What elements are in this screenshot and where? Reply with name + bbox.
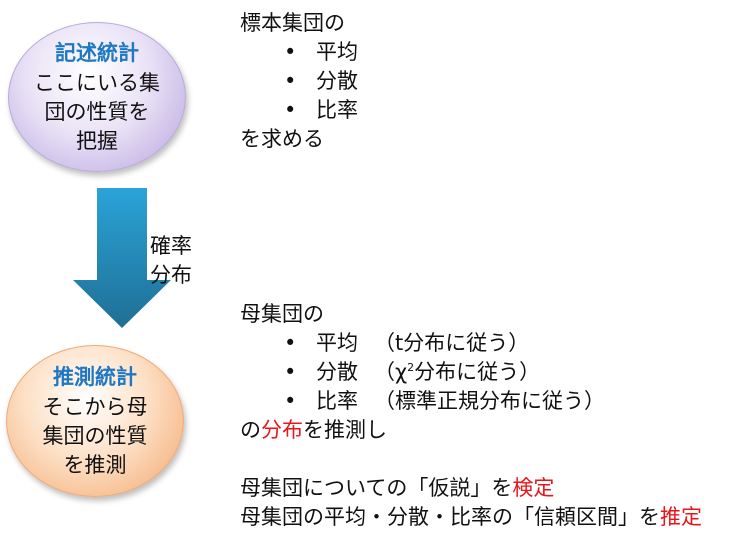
- population-heading: 母集団の: [240, 302, 324, 326]
- footer-text: の: [240, 418, 261, 442]
- bullet-icon: •: [284, 360, 297, 384]
- down-arrow-icon: [73, 188, 171, 328]
- arrow-label-line: 確率: [150, 234, 192, 258]
- sample-footer: を求める: [240, 127, 324, 151]
- arrow-label-line: 分布: [150, 263, 192, 287]
- footer-text: を推測し: [303, 418, 387, 442]
- arrow-shape: [73, 188, 171, 328]
- descriptive-line: 団の性質を: [44, 99, 150, 124]
- population-item-note: （t分布に従う）: [374, 331, 530, 355]
- descriptive-line: 把握: [76, 128, 118, 153]
- conclusion-highlight: 検定: [512, 476, 555, 500]
- conclusions-block: 母集団についての「仮説」を検定 母集団の平均・分散・比率の「信頼区間」を推定: [240, 474, 702, 532]
- sample-item-label: 平均: [316, 40, 358, 64]
- population-block: 母集団の • 平均 （t分布に従う） • 分散 （χ2分布に従う） • 比率 （標準正規分布…: [240, 300, 605, 445]
- population-footer: の分布を推測し: [240, 416, 605, 445]
- arrow-label: 確率 分布: [150, 232, 192, 290]
- inferential-line: そこから母: [42, 394, 148, 419]
- bullet-icon: •: [284, 98, 297, 122]
- sample-list-item: • 平均: [240, 38, 358, 67]
- sample-item-label: 分散: [316, 69, 358, 93]
- descriptive-statistics-ellipse: 記述統計 ここにいる集 団の性質を 把握: [8, 22, 186, 172]
- population-item-note: （標準正規分布に従う）: [374, 389, 605, 413]
- descriptive-line: ここにいる集: [34, 70, 160, 95]
- sample-item-label: 比率: [316, 98, 358, 122]
- population-item-label: 分散: [316, 360, 358, 384]
- inferential-line: を推測: [63, 452, 127, 477]
- sample-list-item: • 比率: [240, 96, 358, 125]
- bullet-icon: •: [284, 40, 297, 64]
- bullet-icon: •: [284, 69, 297, 93]
- sample-heading: 標本集団の: [240, 11, 345, 35]
- conclusion-text: 母集団についての「仮説」を: [240, 476, 513, 500]
- conclusion-highlight: 推定: [660, 505, 702, 529]
- sample-list-item: • 分散: [240, 67, 358, 96]
- inferential-statistics-ellipse: 推測統計 そこから母 集団の性質 を推測: [6, 345, 184, 497]
- note-suffix: 分布に従う）: [414, 360, 541, 384]
- footer-highlight: 分布: [261, 418, 303, 442]
- population-list-item: • 平均 （t分布に従う）: [240, 329, 605, 358]
- inferential-line: 集団の性質: [42, 423, 148, 448]
- population-item-note: （χ2分布に従う）: [374, 360, 540, 384]
- sample-block: 標本集団の • 平均 • 分散 • 比率 を求める: [240, 9, 358, 154]
- hypothesis-test-line: 母集団についての「仮説」を検定: [240, 474, 702, 503]
- conclusion-text: 母集団の平均・分散・比率の「信頼区間」を: [240, 505, 660, 529]
- population-list-item: • 比率 （標準正規分布に従う）: [240, 387, 605, 416]
- population-item-label: 比率: [316, 389, 358, 413]
- confidence-interval-line: 母集団の平均・分散・比率の「信頼区間」を推定: [240, 503, 702, 532]
- population-item-label: 平均: [316, 331, 358, 355]
- population-list-item: • 分散 （χ2分布に従う）: [240, 358, 605, 387]
- inferential-statistics-title: 推測統計: [53, 364, 137, 389]
- descriptive-statistics-title: 記述統計: [55, 40, 139, 65]
- note-prefix: （χ: [374, 360, 408, 384]
- bullet-icon: •: [284, 331, 297, 355]
- bullet-icon: •: [284, 389, 297, 413]
- note-superscript: 2: [407, 361, 415, 374]
